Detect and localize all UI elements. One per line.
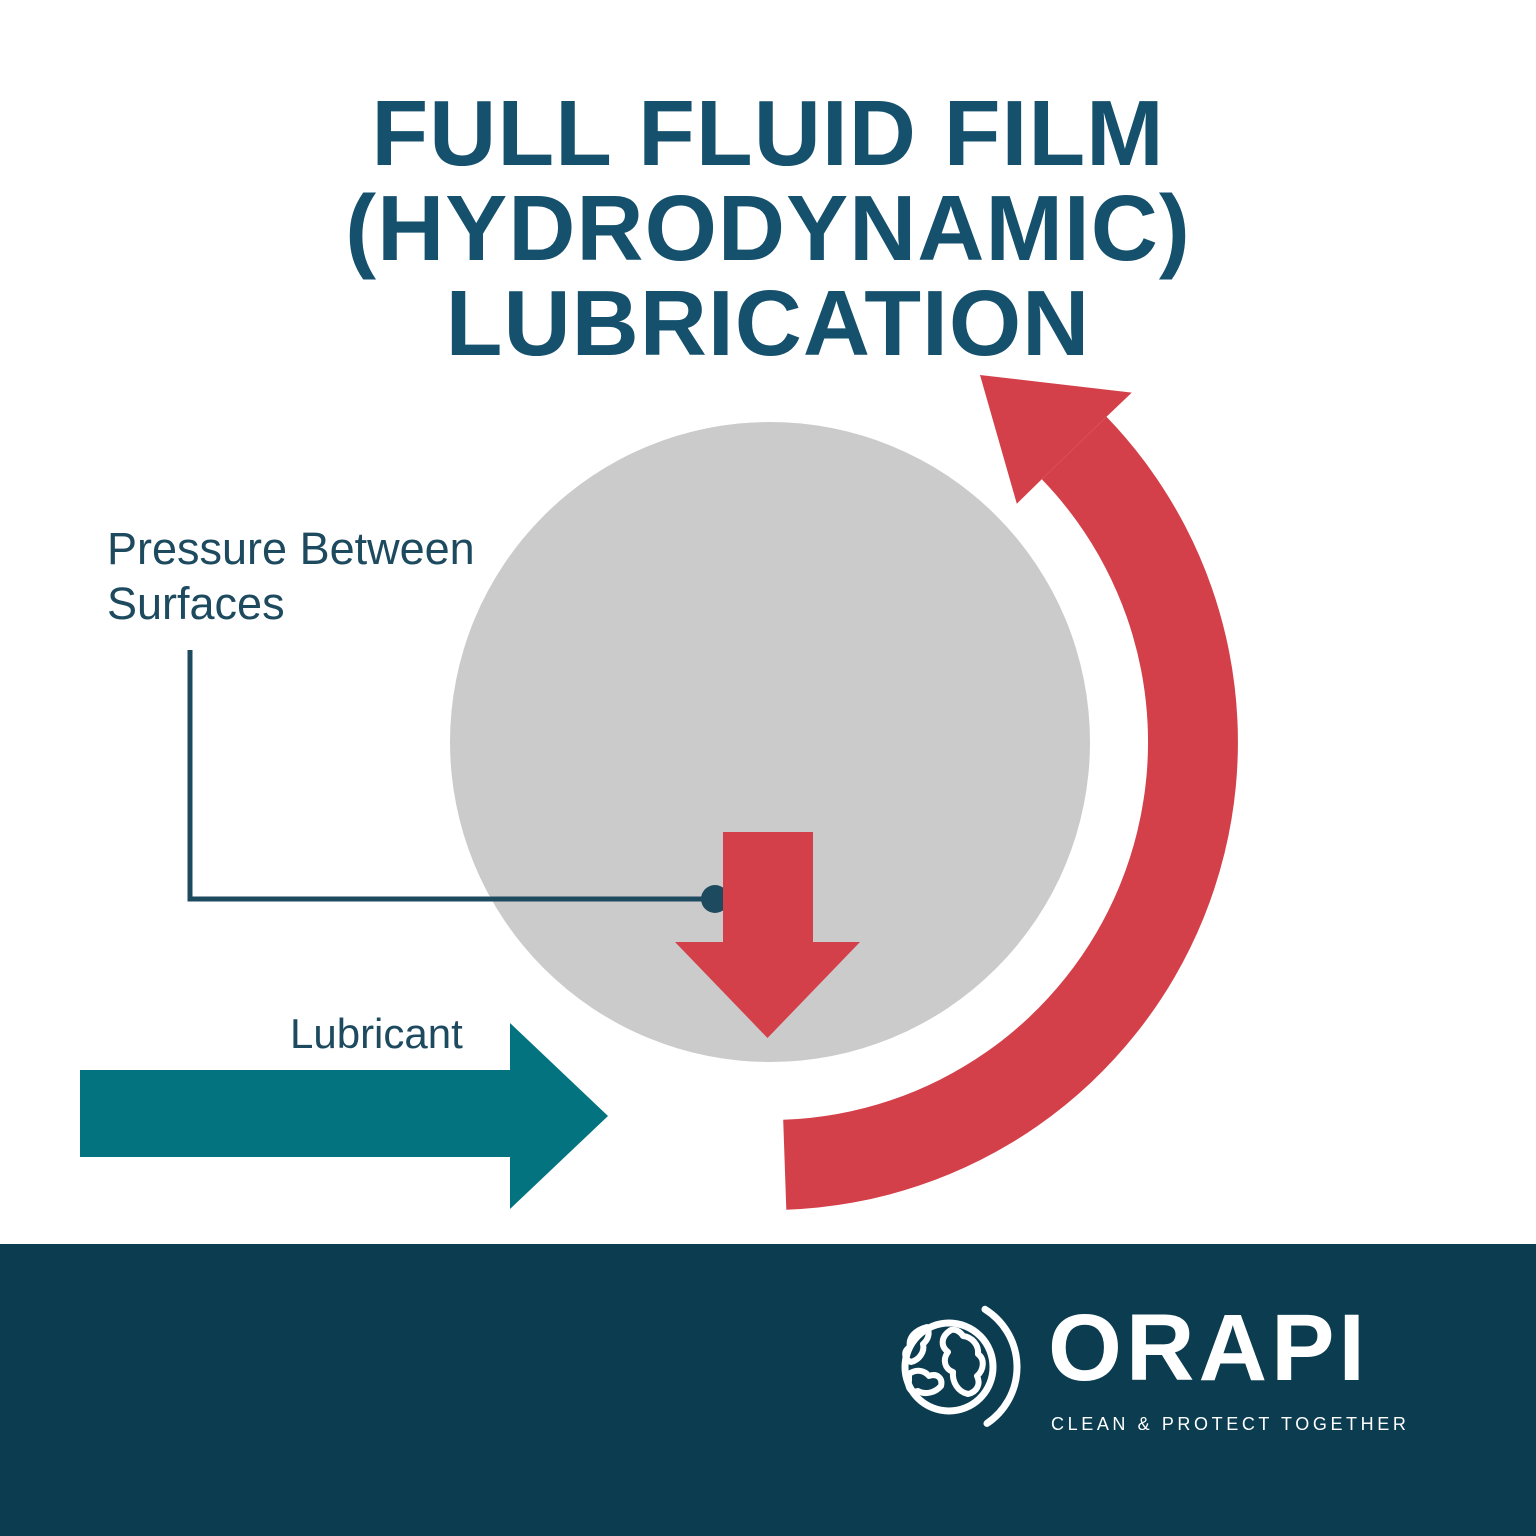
- lubricant-label: Lubricant: [290, 1010, 463, 1057]
- globe-continent-northwest: [902, 1324, 932, 1365]
- page-title: FULL FLUID FILM (HYDRODYNAMIC) LUBRICATI…: [0, 86, 1536, 371]
- globe-continent-southwest: [905, 1367, 945, 1397]
- pressure-between-surfaces-label: Pressure Between Surfaces: [107, 523, 475, 629]
- page-title-line-2: (HYDRODYNAMIC): [345, 176, 1191, 280]
- rotation-arrow-head: [980, 375, 1132, 504]
- lubricant-arrow: [80, 1023, 608, 1209]
- footer-bar: [0, 1244, 1536, 1536]
- brand-name: ORAPI: [1048, 1295, 1369, 1401]
- globe-outline: [901, 1319, 997, 1415]
- page-title-line-1: FULL FLUID FILM: [371, 81, 1165, 185]
- globe-continent-central: [939, 1326, 986, 1397]
- pressure-callout-dot: [701, 885, 729, 913]
- brand-tagline: CLEAN & PROTECT TOGETHER: [1051, 1414, 1410, 1434]
- pressure-callout-line: [187, 650, 707, 902]
- pressure-arrow: [675, 832, 860, 1038]
- globe-icon: [901, 1305, 1021, 1427]
- page-title-line-3: LUBRICATION: [445, 271, 1091, 375]
- shaft-circle: [450, 422, 1090, 1062]
- globe-swoosh-arc: [981, 1305, 1021, 1427]
- rotation-arrow-arc: [783, 416, 1238, 1210]
